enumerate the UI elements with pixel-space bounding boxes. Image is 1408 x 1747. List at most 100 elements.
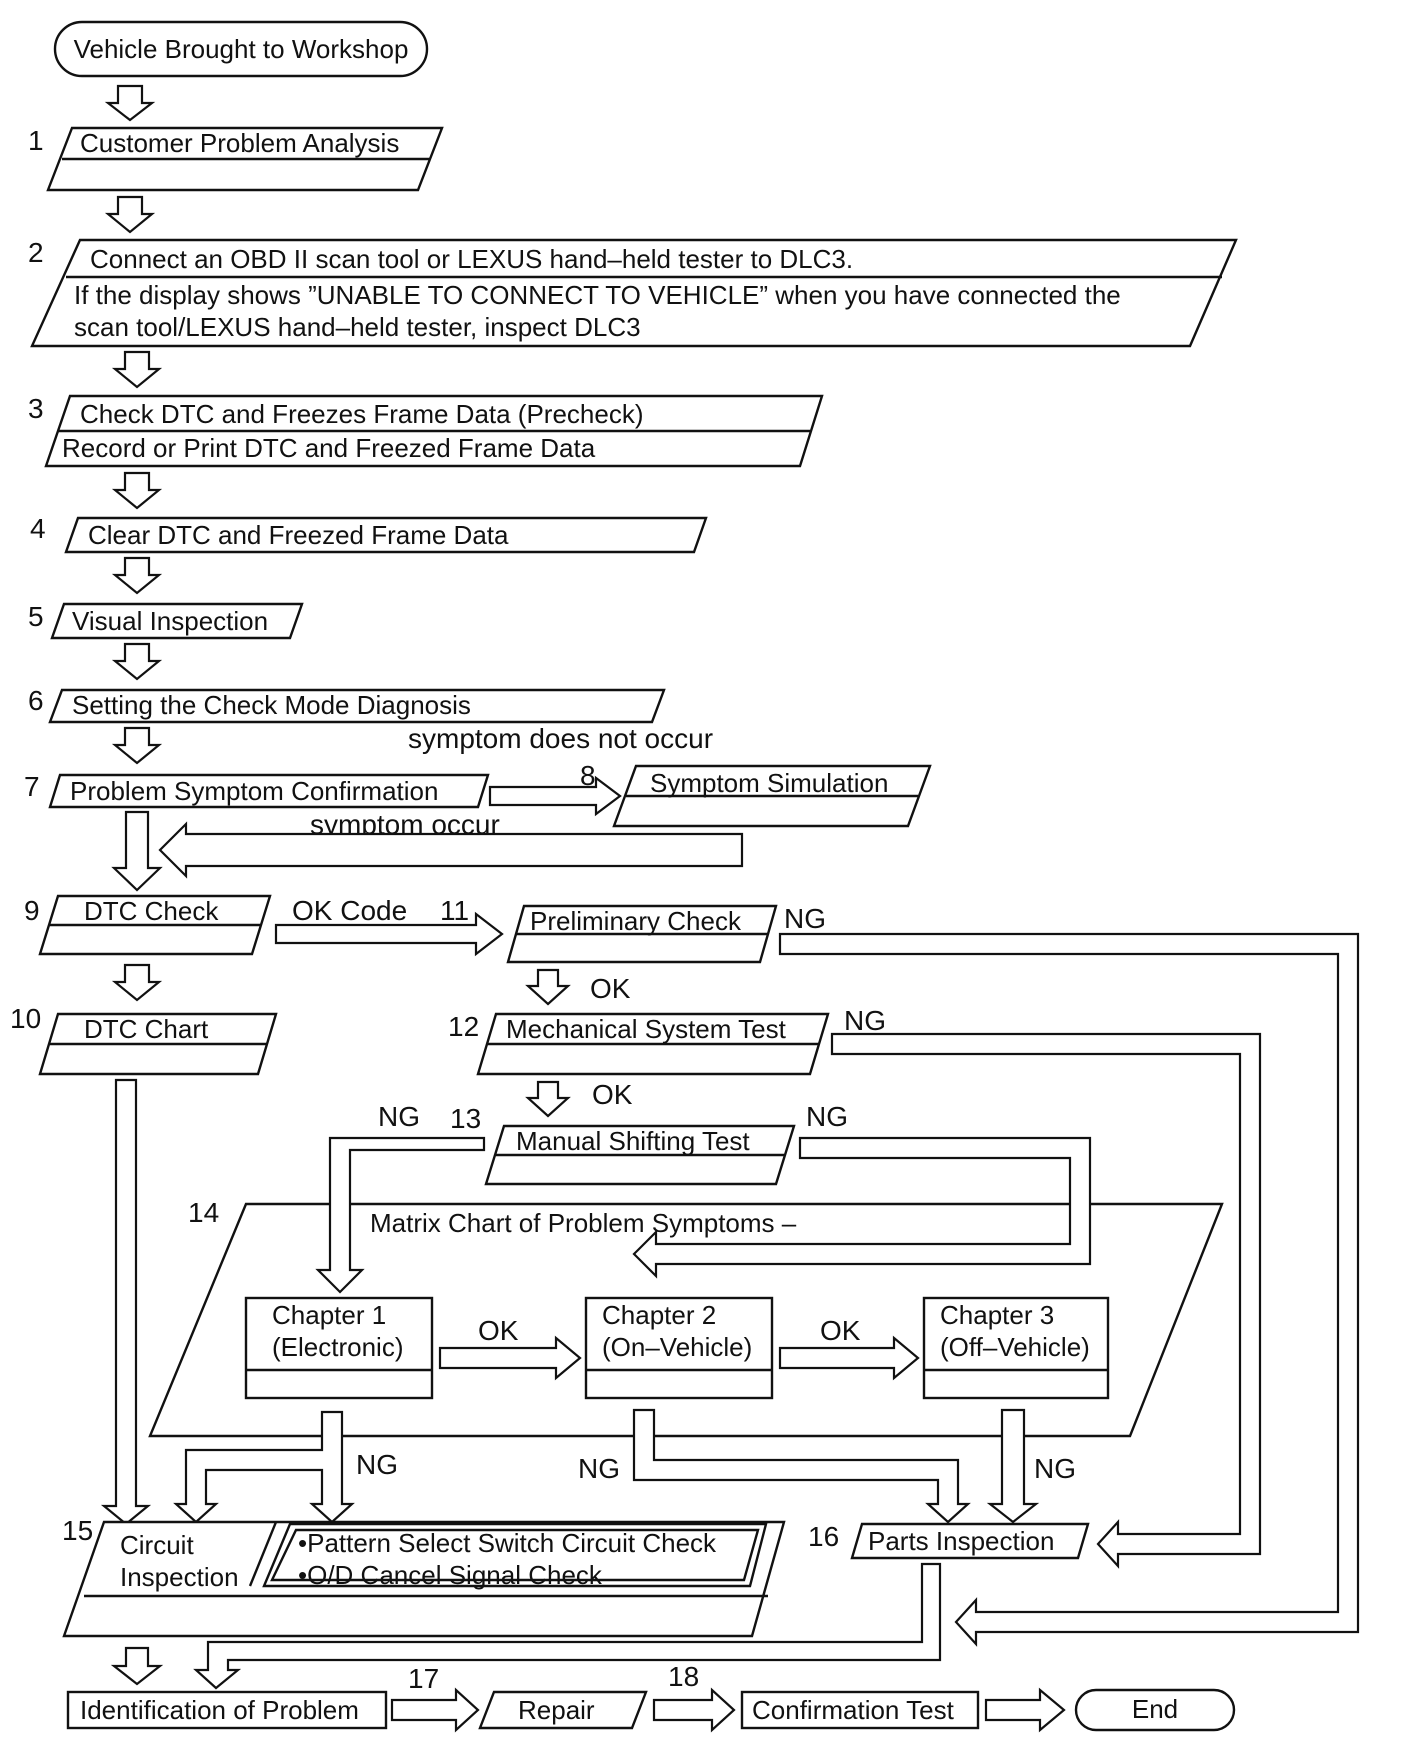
step-14-label: Matrix Chart of Problem Symptoms –: [370, 1208, 797, 1238]
arrow-chapter-2-ng: [632, 1408, 971, 1524]
arrow-11-ng-to-identification: [778, 932, 1360, 1647]
step-3-line-1: Check DTC and Freezes Frame Data (Preche…: [80, 399, 644, 429]
step-17-number: 17: [408, 1663, 439, 1694]
step-12-label: Mechanical System Test: [506, 1014, 787, 1044]
step-2-line-2: If the display shows ”UNABLE TO CONNECT …: [74, 280, 1121, 310]
step-5-number: 5: [28, 601, 44, 632]
step-14-number: 14: [188, 1197, 219, 1228]
label-symptom-does-not-occur: symptom does not occur: [408, 723, 713, 754]
step-15-line-2: Inspection: [120, 1562, 239, 1592]
step-2-line-1: Connect an OBD II scan tool or LEXUS han…: [90, 244, 853, 274]
label-ok-12: OK: [592, 1079, 633, 1110]
label-ok-11: OK: [590, 973, 631, 1004]
step-8-number: 8: [580, 760, 596, 791]
label-ng-chapter-1: NG: [356, 1449, 398, 1480]
arrow-4-to-5: [111, 556, 163, 595]
chapter-2-line-2: (On–Vehicle): [602, 1332, 752, 1362]
step-6-number: 6: [28, 685, 44, 716]
step-15-number: 15: [62, 1515, 93, 1546]
arrow-7-to-8: [488, 775, 622, 817]
step-10-number: 10: [10, 1003, 41, 1034]
step-9-number: 9: [24, 895, 40, 926]
arrow-10-to-15: [100, 1078, 152, 1526]
arrow-identification-to-repair: [390, 1687, 480, 1733]
label-ng-12: NG: [844, 1005, 886, 1036]
label-ng-13-left: NG: [378, 1101, 420, 1132]
chapter-2-line-1: Chapter 2: [602, 1300, 716, 1330]
step-18-number: 18: [668, 1661, 699, 1692]
step-12-number: 12: [448, 1011, 479, 1042]
chapter-1-line-2: (Electronic): [272, 1332, 403, 1362]
step-13-number: 13: [450, 1103, 481, 1134]
label-ng-chapter-2: NG: [578, 1453, 620, 1484]
label-ok-code: OK Code: [292, 895, 407, 926]
arrow-confirmation-to-end: [984, 1687, 1066, 1733]
step-7-box: [48, 773, 490, 809]
step-6-box: [48, 688, 666, 724]
step-16-label: Parts Inspection: [868, 1526, 1054, 1556]
chapter-1-line-1: Chapter 1: [272, 1300, 386, 1330]
step-2-line-3: scan tool/LEXUS hand–held tester, inspec…: [74, 312, 641, 342]
arrow-13-to-chapter-2: [632, 1136, 1092, 1279]
start-label: Vehicle Brought to Workshop: [74, 34, 409, 64]
step-2-number: 2: [28, 237, 44, 268]
end-terminal: [1074, 1688, 1236, 1732]
arrow-2-to-3: [111, 350, 163, 389]
step-9-label: DTC Check: [84, 896, 219, 926]
identification-box: [66, 1690, 388, 1730]
step-1-label: Customer Problem Analysis: [80, 128, 399, 158]
step-7-number: 7: [24, 771, 40, 802]
step-11-label: Preliminary Check: [530, 906, 742, 936]
arrow-6-to-7: [111, 726, 163, 765]
step-17-label: Repair: [518, 1695, 595, 1725]
arrow-chapter-3-ng: [986, 1408, 1040, 1524]
label-ng-11: NG: [784, 903, 826, 934]
chapter-2-box: [584, 1296, 774, 1400]
step-2-box: [30, 238, 1238, 348]
step-15-line-1: Circuit: [120, 1530, 194, 1560]
step-1-number: 1: [28, 125, 44, 156]
label-ng-13-right: NG: [806, 1101, 848, 1132]
arrow-chapter-2-to-3: [778, 1335, 920, 1381]
step-5-box: [50, 602, 304, 640]
arrow-13-to-chapter-1: [315, 1136, 486, 1294]
step-10-label: DTC Chart: [84, 1014, 209, 1044]
label-ok-chapter-1: OK: [478, 1315, 519, 1346]
arrow-15-to-identification: [110, 1646, 164, 1686]
arrow-repair-to-confirmation: [652, 1687, 736, 1733]
step-13-label: Manual Shifting Test: [516, 1126, 750, 1156]
arrow-12-ng-to-16: [830, 1032, 1262, 1569]
arrow-9-to-11: [274, 911, 504, 957]
label-ok-chapter-2: OK: [820, 1315, 861, 1346]
end-label: End: [1132, 1694, 1178, 1724]
step-4-box: [64, 516, 708, 554]
arrow-chapter-1-to-2: [438, 1335, 582, 1381]
arrow-11-to-12: [525, 968, 571, 1006]
arrow-1-to-2: [104, 195, 156, 234]
arrow-12-to-13: [525, 1080, 571, 1118]
arrow-9-to-10: [111, 963, 163, 1002]
arrow-7-to-9: [111, 810, 163, 892]
step-4-label: Clear DTC and Freezed Frame Data: [88, 520, 509, 550]
identification-label: Identification of Problem: [80, 1695, 359, 1725]
arrow-8-return: [158, 821, 744, 879]
step-6-label: Setting the Check Mode Diagnosis: [72, 690, 471, 720]
label-ng-chapter-3: NG: [1034, 1453, 1076, 1484]
step-15-checks-box: [262, 1522, 768, 1588]
step-7-label: Problem Symptom Confirmation: [70, 776, 438, 806]
step-4-number: 4: [30, 513, 46, 544]
step-5-label: Visual Inspection: [72, 606, 268, 636]
arrow-3-to-4: [111, 471, 163, 510]
step-11-number: 11: [440, 895, 469, 926]
arrow-5-to-6: [111, 642, 163, 681]
step-3-number: 3: [28, 393, 44, 424]
step-8-label: Symptom Simulation: [650, 768, 888, 798]
step-17-box: [478, 1690, 648, 1730]
step-16-number: 16: [808, 1521, 839, 1552]
step-18-box: [740, 1690, 980, 1730]
start-terminal: [53, 20, 429, 78]
chapter-3-line-1: Chapter 3: [940, 1300, 1054, 1330]
chapter-3-line-2: (Off–Vehicle): [940, 1332, 1090, 1362]
